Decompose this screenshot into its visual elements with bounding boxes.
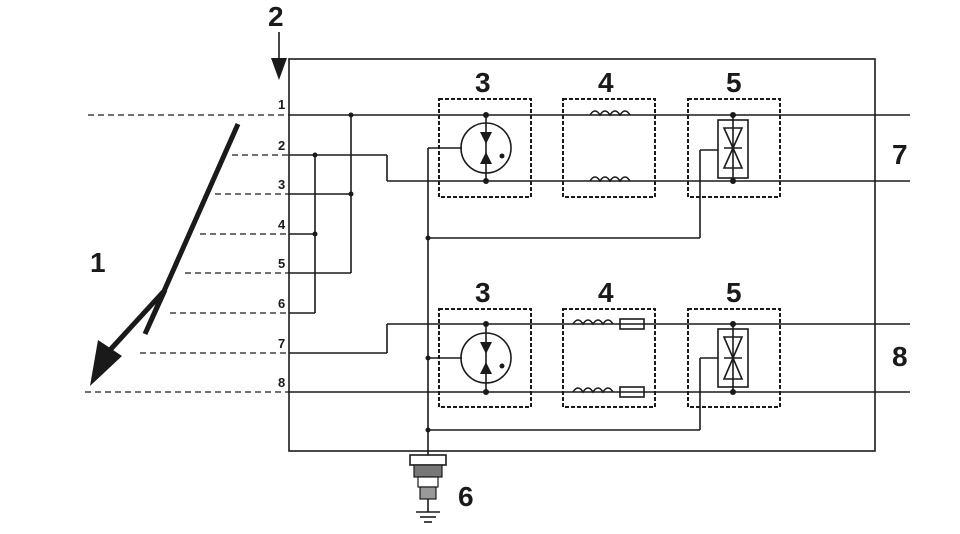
inductor-top-1 [589, 110, 631, 117]
gdt-bottom-term1 [483, 321, 489, 327]
label-8-output: 8 [892, 341, 908, 372]
pin-7: 7 [278, 336, 285, 351]
gdt-bottom-electrode-down [480, 362, 492, 374]
ground-terminal-washer [417, 476, 439, 488]
label-5-top: 5 [726, 67, 742, 98]
pin-1: 1 [278, 97, 285, 112]
label-1-lightning: 1 [90, 247, 106, 278]
pin-6: 6 [278, 296, 285, 311]
pin-5: 5 [278, 256, 285, 271]
lightning-bolt [108, 122, 241, 352]
ground-terminal-body [413, 464, 443, 478]
gdt-box-top [438, 98, 532, 198]
tvs-bottom-diode-1 [722, 336, 744, 361]
inductor-bottom-2 [572, 387, 614, 394]
tvs-box-bottom [687, 308, 781, 408]
gdt-top-term1 [483, 112, 489, 118]
tvs-box-top [687, 98, 781, 198]
tvs-bottom-term2 [730, 389, 736, 395]
ground-terminal-bolt [419, 486, 437, 500]
junction-428-358 [425, 355, 431, 361]
junction-428-430 [425, 427, 431, 433]
tvs-bottom-diode-2 [722, 355, 744, 380]
pin-3: 3 [278, 177, 285, 192]
tvs-top-diode-1 [722, 127, 744, 150]
enclosure-box [288, 58, 876, 452]
gdt-top-electrode-down [480, 152, 492, 164]
input-arrow-head [271, 58, 287, 80]
gdt-box-bottom [438, 308, 532, 408]
label-3-bottom: 3 [475, 277, 491, 308]
label-4-top: 4 [598, 67, 614, 98]
gdt-top-gas-dot [499, 153, 505, 159]
gdt-bottom-term2 [483, 389, 489, 395]
label-4-bottom: 4 [598, 277, 614, 308]
pin-2: 2 [278, 138, 285, 153]
inductor-top-2 [589, 176, 631, 183]
label-3-top: 3 [475, 67, 491, 98]
junction-315-155 [312, 152, 318, 158]
label-7-output: 7 [892, 139, 908, 170]
gdt-top-term2 [483, 178, 489, 184]
label-5-bottom: 5 [726, 277, 742, 308]
label-6-ground: 6 [458, 481, 474, 512]
gdt-bottom-gas-dot [499, 363, 505, 369]
junction-428-238 [425, 235, 431, 241]
resistor-bottom-1 [619, 318, 645, 330]
junction-351-194 [348, 191, 354, 197]
tvs-top-term1 [730, 112, 736, 118]
junction-315-234 [312, 231, 318, 237]
junction-351-115 [348, 112, 354, 118]
gdt-top-electrode-up [480, 132, 492, 144]
filter-box-top [562, 98, 656, 198]
pin-4: 4 [278, 217, 286, 232]
tvs-top-diode-2 [722, 146, 744, 169]
ground-terminal-nut [409, 454, 447, 466]
filter-box-bottom [562, 308, 656, 408]
tvs-top-term2 [730, 178, 736, 184]
resistor-bottom-2 [619, 386, 645, 398]
pin-8: 8 [278, 375, 285, 390]
tvs-bottom-term1 [730, 321, 736, 327]
gdt-bottom-electrode-up [480, 342, 492, 354]
label-2-arrow: 2 [268, 1, 284, 32]
lightning-arrowhead [90, 340, 122, 386]
inductor-bottom-1 [572, 319, 614, 326]
